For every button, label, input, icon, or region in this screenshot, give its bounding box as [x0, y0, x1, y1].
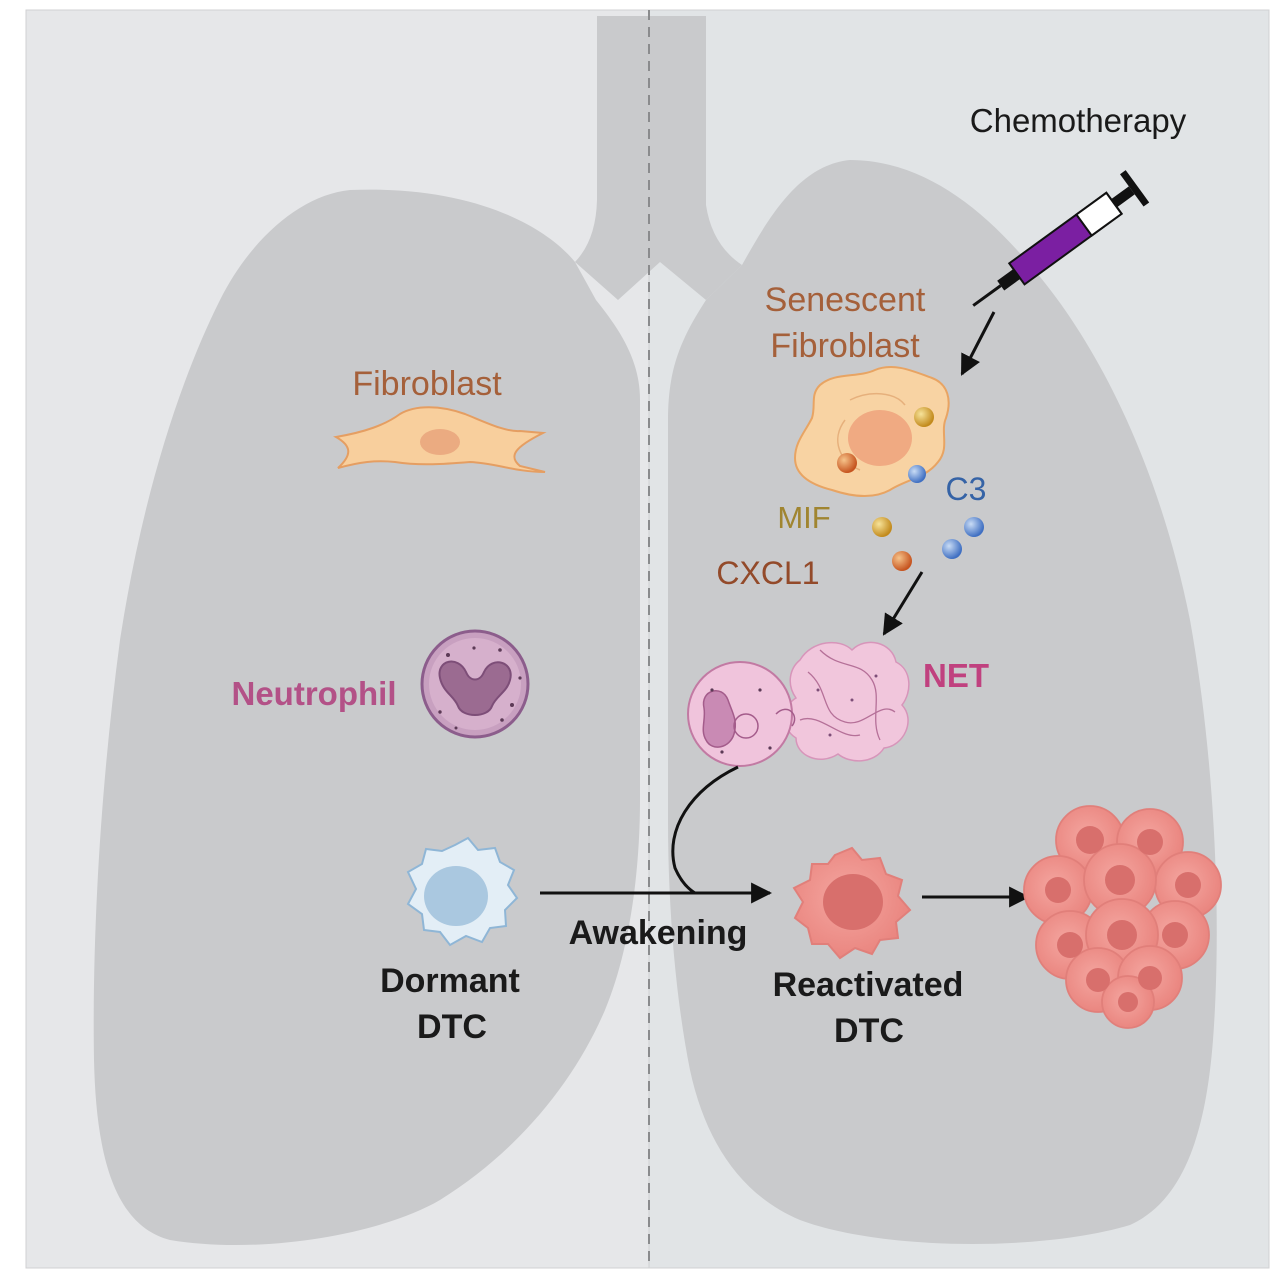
- fibroblast-label: Fibroblast: [352, 365, 502, 403]
- chemo-to-fibroblast-arrow: [960, 311, 996, 376]
- net-structure: [784, 641, 910, 762]
- mif-particle: [872, 517, 892, 537]
- cxcl1-particle: [892, 551, 912, 571]
- secreted-factors: [872, 517, 984, 571]
- syringe-icon: [972, 170, 1150, 307]
- reactivated-dtc-label-line2: DTC: [834, 1012, 904, 1050]
- neutrophil-cell: [420, 629, 530, 739]
- mif-label: MIF: [777, 500, 830, 535]
- metastatic-tumor-cluster: [1023, 805, 1222, 1029]
- net-label: NET: [923, 657, 989, 694]
- net-to-awakening-connector: [671, 765, 739, 895]
- reactivated-dtc-cell: [792, 846, 912, 960]
- dormant-dtc-label-line2: DTC: [417, 1008, 487, 1046]
- trachea: [575, 16, 742, 300]
- senescent-fibroblast-label-line1: Senescent: [765, 281, 926, 319]
- dormant-dtc-label-line1: Dormant: [380, 962, 520, 1000]
- fibroblast-cell: [333, 406, 547, 473]
- c3-particle: [964, 517, 984, 537]
- senescent-fibroblast-label-line2: Fibroblast: [770, 327, 920, 365]
- dormant-dtc-cell: [406, 836, 519, 947]
- chemotherapy-label: Chemotherapy: [970, 102, 1187, 139]
- reactivated-dtc-label-line1: Reactivated: [773, 966, 964, 1004]
- c3-label: C3: [946, 471, 987, 507]
- awakening-label: Awakening: [569, 914, 748, 952]
- senescent-fibroblast-cell: [793, 366, 950, 497]
- net-releasing-neutrophil: [687, 661, 796, 767]
- cxcl1-label: CXCL1: [716, 555, 819, 591]
- factors-to-net-arrow: [882, 571, 924, 636]
- neutrophil-label: Neutrophil: [232, 675, 397, 712]
- c3-particle: [942, 539, 962, 559]
